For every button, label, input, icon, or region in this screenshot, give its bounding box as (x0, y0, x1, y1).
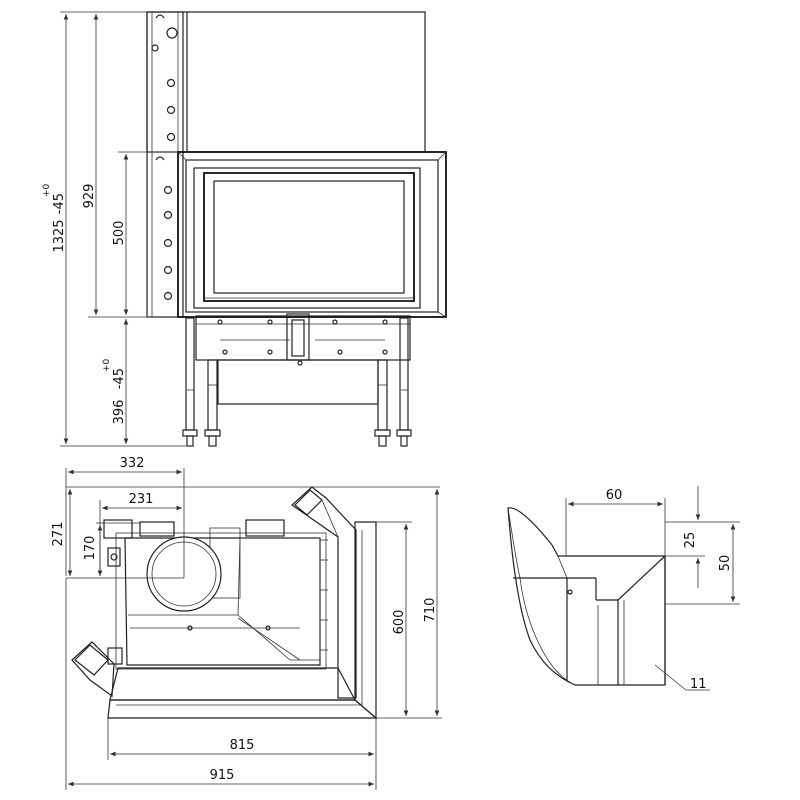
legs (182, 317, 412, 447)
dim-base-height-tol-lower: -45 (112, 368, 127, 389)
side-glass-panel (291, 486, 377, 720)
dim-detail-offset: 25 (683, 532, 698, 549)
base-unit (195, 313, 411, 405)
rear-panel (146, 11, 426, 318)
dim-top-height: 929 (82, 184, 97, 209)
detail-view: 60 25 50 11 (507, 486, 740, 692)
dim-depth-inner: 600 (392, 610, 407, 635)
dim-base-height-tol-upper: +0 (102, 358, 112, 372)
dim-depth-outer: 710 (423, 598, 438, 623)
dim-overall-height-tol-upper: +0 (42, 183, 52, 197)
dim-overall-height-tol-lower: -45 (52, 193, 67, 214)
plan-body (103, 519, 328, 670)
front-view: 1325 +0 -45 929 500 396 +0 -45 (42, 11, 447, 447)
dim-overall-height: 1325 (52, 219, 67, 252)
dim-flue-y: 271 (51, 522, 66, 547)
front-glass-panel (71, 641, 378, 719)
dim-base-height: 396 (112, 400, 127, 425)
dim-left-y: 170 (83, 536, 98, 561)
plan-view: 332 231 271 170 600 710 815 915 (51, 456, 442, 790)
plan-dimensions: 332 231 271 170 600 710 815 915 (51, 456, 442, 790)
firebox-front (177, 151, 447, 318)
dim-flue-x: 332 (120, 456, 145, 471)
dim-width-outer: 915 (210, 768, 235, 783)
dim-detail-height: 50 (718, 555, 733, 572)
dim-detail-width: 60 (606, 488, 623, 503)
dim-left-x: 231 (129, 492, 154, 507)
front-dimensions: 1325 +0 -45 929 500 396 +0 -45 (42, 11, 190, 447)
callout-11: 11 (690, 677, 707, 692)
dim-door-height: 500 (112, 221, 127, 246)
dim-width-inner: 815 (230, 738, 255, 753)
